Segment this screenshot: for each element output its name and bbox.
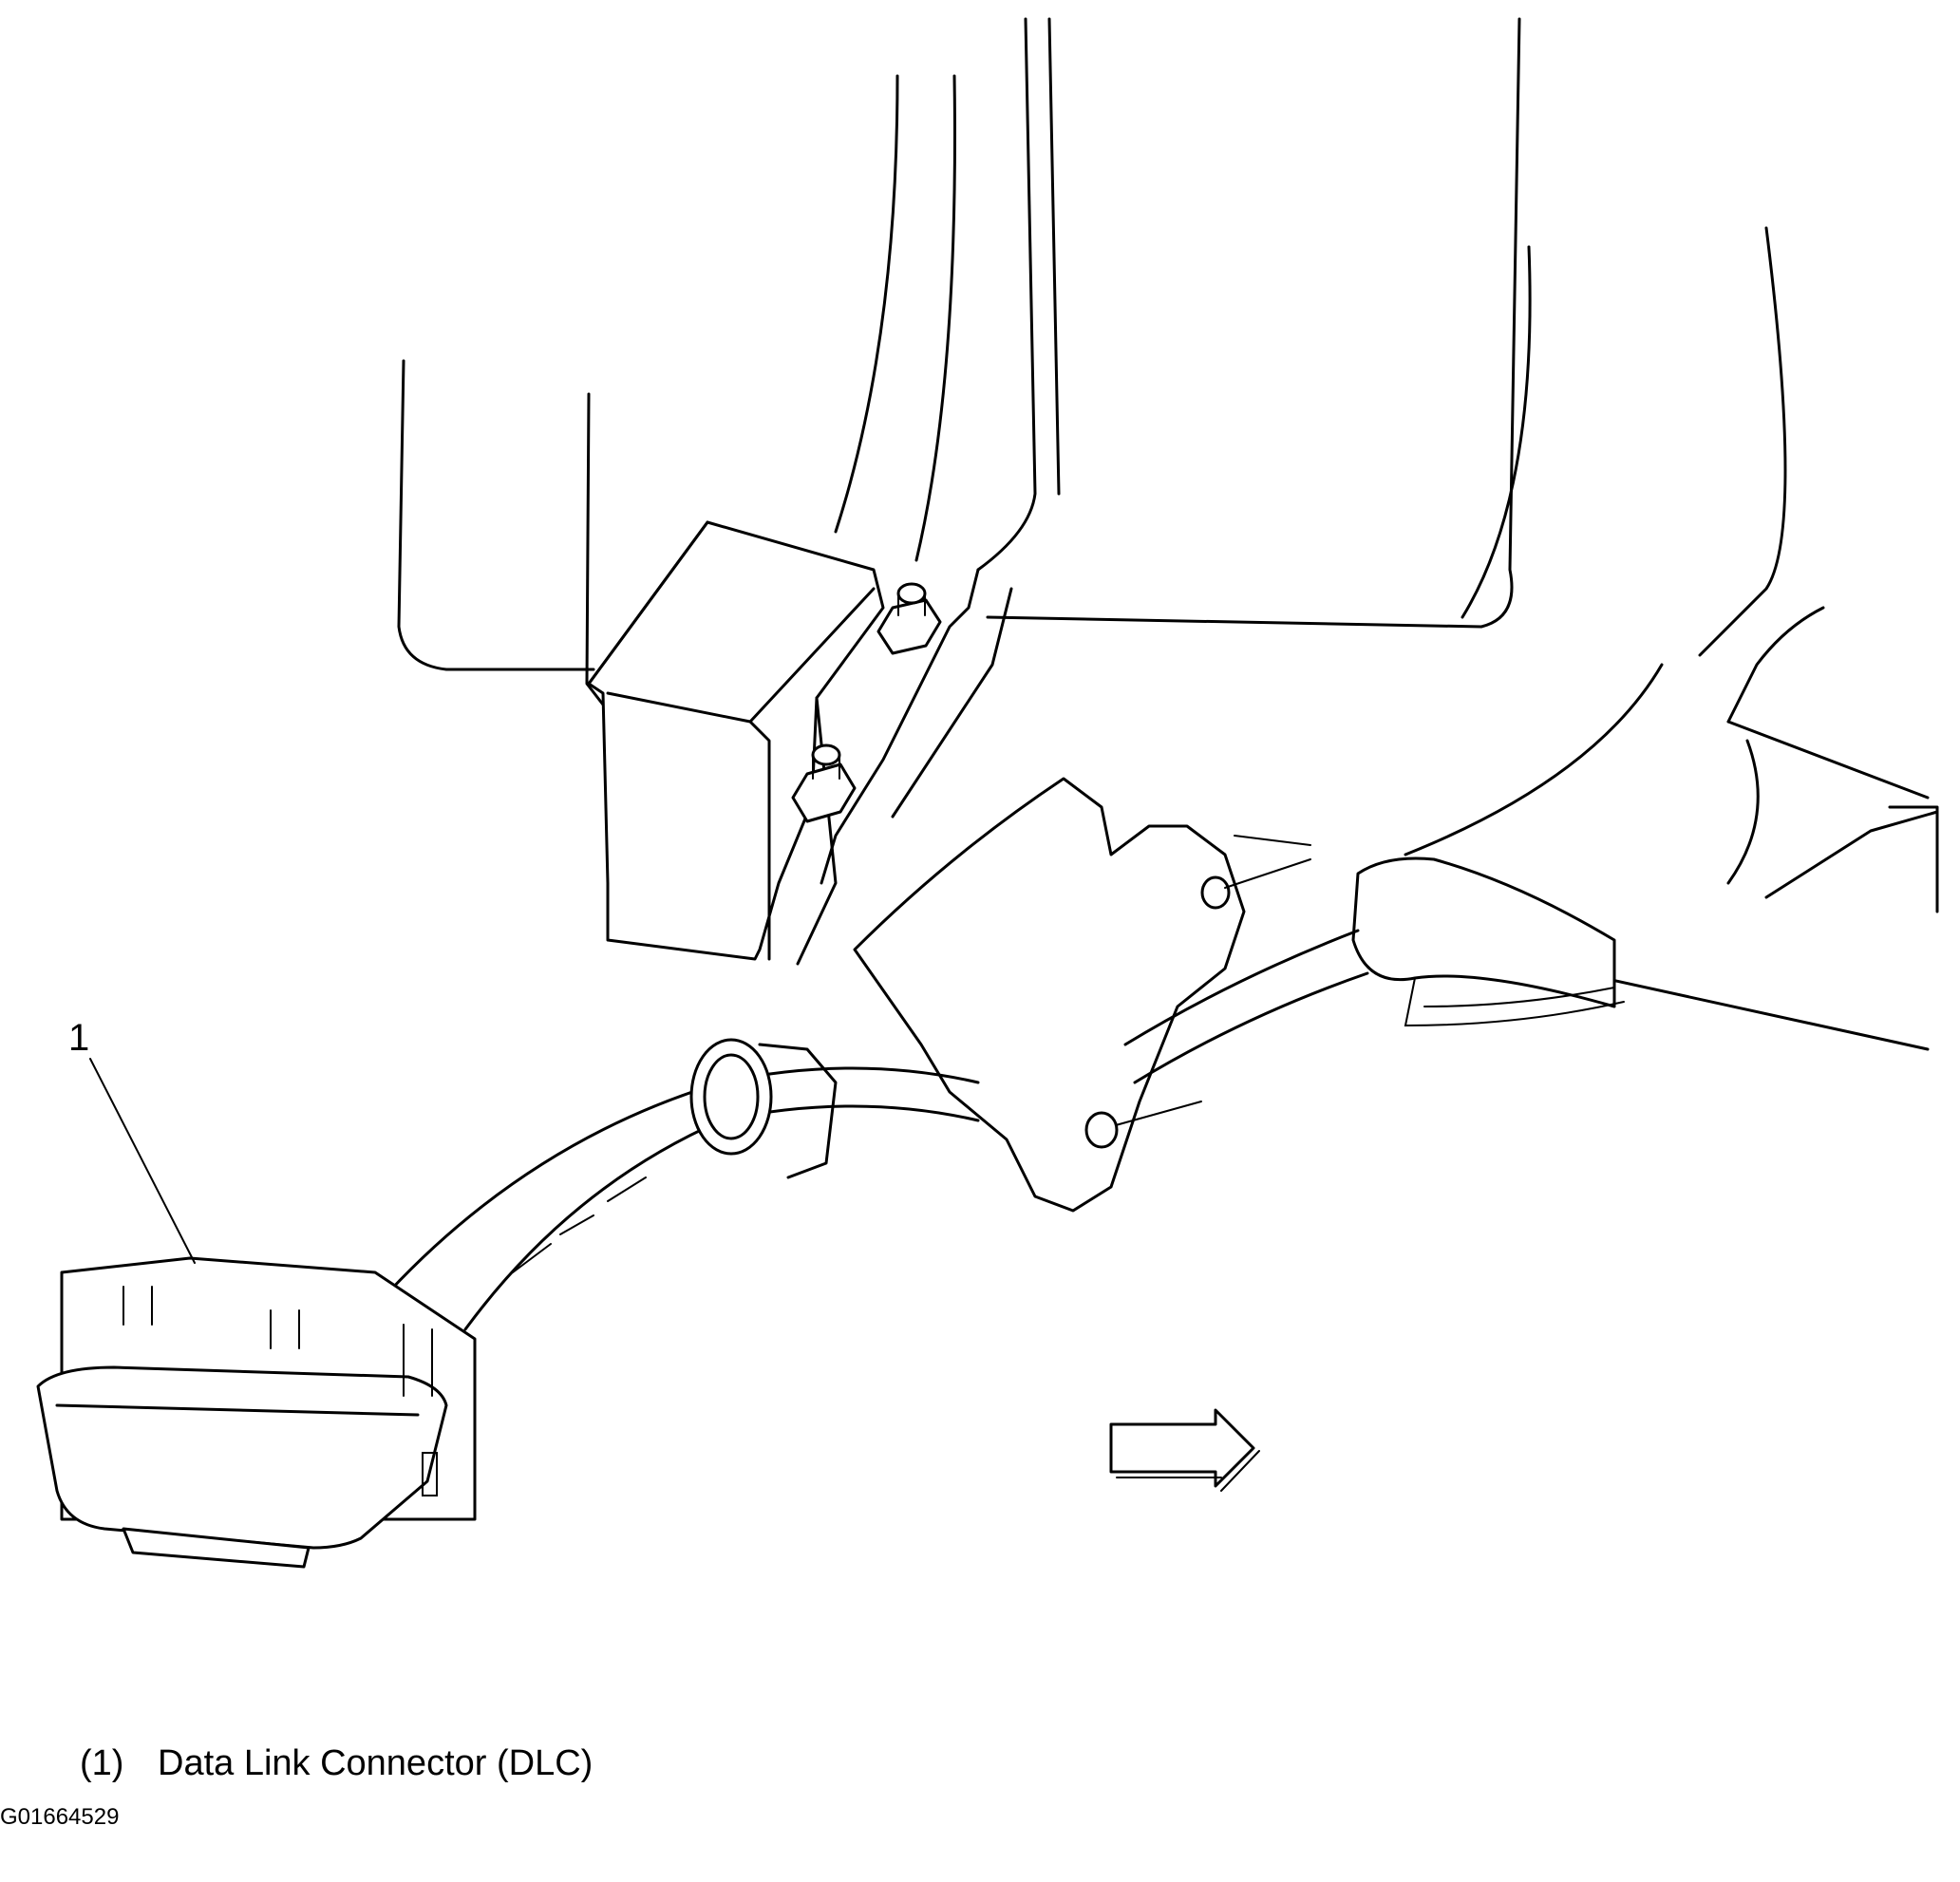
dlc-harness [387,1066,980,1331]
legend: (1) Data Link Connector (DLC) [80,1743,593,1784]
bracket-stud-upper [876,582,942,655]
dash-lower-trim [986,17,1939,1051]
legend-number: (1) [80,1743,124,1783]
mounting-bracket [587,520,885,966]
callout-1-number: 1 [68,1017,89,1059]
plate-mounting-hole-lower [1084,1111,1119,1149]
direction-arrow-icon [1109,1408,1260,1492]
harness-retainer-clip [689,1038,838,1179]
bracket-stud-lower [791,743,857,823]
legend-text: Data Link Connector (DLC) [158,1743,594,1783]
plate-mounting-hole-upper [1200,875,1231,910]
steering-column-bracket [820,17,1061,885]
dlc-mounting-plate [853,777,1311,1213]
main-wiring-harness [1123,856,1625,1084]
callout-1: 1 [68,1017,196,1264]
figure-id: G01664529 [0,1804,120,1830]
data-link-connector [36,1256,477,1569]
